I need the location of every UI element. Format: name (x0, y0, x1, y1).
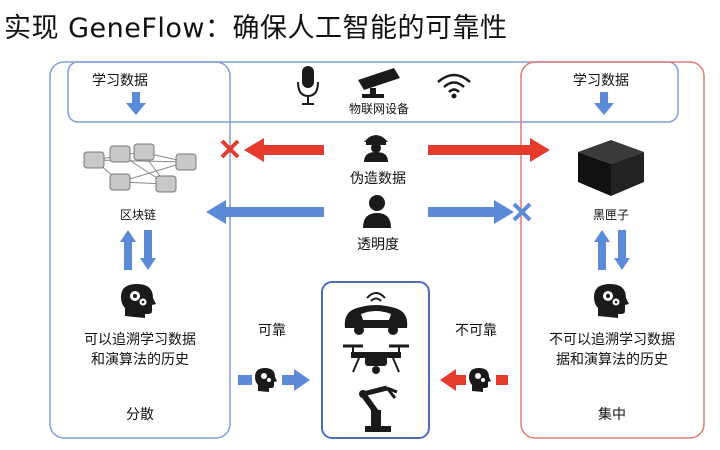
right-description: 不可以追溯学习数据 据和演算法的历史 (549, 330, 675, 370)
transparency-label: 透明度 (357, 237, 399, 253)
left-description: 可以追溯学习数据 和演算法的历史 (84, 330, 196, 370)
left-description-line2: 和演算法的历史 (91, 352, 189, 368)
right-description-line2: 据和演算法的历史 (556, 352, 668, 368)
center-device-frame (321, 281, 430, 439)
transparency-right-arrow (428, 200, 514, 224)
reliable-flow-arrow (238, 368, 310, 392)
right-description-line1: 不可以追溯学习数据 (549, 332, 675, 348)
blockchain-label: 区块链 (119, 208, 157, 222)
autonomous-car-icon (344, 292, 408, 335)
fake-data-left-arrow (244, 138, 324, 162)
drone-icon (343, 344, 409, 374)
top-bar-frame (67, 61, 679, 123)
decentralized-label: 分散 (126, 407, 154, 423)
black-box-label: 黑匣子 (592, 208, 630, 222)
blockchain-icon (83, 143, 197, 193)
left-brain-head-icon (121, 284, 156, 318)
right-panel-frame (520, 61, 705, 439)
transparency-left-arrow (206, 200, 324, 224)
page-title: 实现 GeneFlow：确保人工智能的可靠性 (4, 13, 508, 44)
reliable-label: 可靠 (258, 323, 286, 339)
right-updown-arrows (594, 230, 630, 270)
unreliable-flow-arrow (440, 368, 508, 392)
left-down-arrow (126, 92, 146, 115)
right-cross-icon (512, 202, 532, 222)
centralized-label: 集中 (598, 407, 626, 423)
right-down-arrow (594, 92, 614, 115)
right-learning-data-label: 学习数据 (573, 73, 629, 89)
wifi-signal-icon (437, 73, 471, 99)
left-panel-frame (49, 61, 231, 439)
left-updown-arrows (120, 230, 156, 270)
robot-arm-icon (359, 385, 398, 432)
left-learning-data-label: 学习数据 (92, 73, 148, 89)
microphone-icon (297, 66, 319, 105)
iot-devices-label: 物联网设备 (348, 102, 410, 116)
person-icon (363, 195, 391, 228)
camera-icon (358, 68, 400, 98)
left-cross-icon (220, 139, 240, 159)
unreliable-label: 不可靠 (455, 323, 497, 339)
fake-data-right-arrow (428, 138, 550, 162)
left-description-line1: 可以追溯学习数据 (84, 332, 196, 348)
cube-icon (578, 140, 644, 196)
hacker-icon (364, 135, 388, 162)
right-brain-head-icon (594, 284, 629, 318)
fake-data-label: 伪造数据 (350, 171, 406, 187)
